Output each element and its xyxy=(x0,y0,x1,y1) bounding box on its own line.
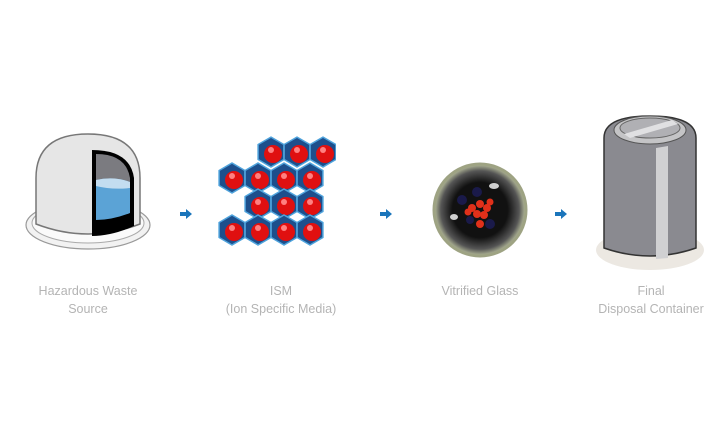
ion-ball xyxy=(277,223,295,241)
disposal-canister-icon xyxy=(596,115,704,270)
ion-ball-highlight xyxy=(229,173,235,179)
ion-ball xyxy=(303,223,321,241)
ion-ball-highlight xyxy=(320,147,326,153)
ion-ball-highlight xyxy=(281,199,287,205)
ion-ball xyxy=(264,145,282,163)
glass-sphere-icon xyxy=(432,162,528,258)
step-label-ism: ISM(Ion Specific Media) xyxy=(225,284,337,316)
honeycomb-media-icon xyxy=(218,136,336,246)
ion-ball xyxy=(316,145,334,163)
arrow-right-icon xyxy=(555,206,567,219)
ion-ball xyxy=(303,171,321,189)
ion-ball xyxy=(277,197,295,215)
ion-ball-highlight xyxy=(268,147,274,153)
ion-ball xyxy=(277,171,295,189)
ion-ball-highlight xyxy=(294,147,300,153)
ion-ball-highlight xyxy=(255,173,261,179)
ion-ball xyxy=(303,197,321,215)
ion-ball xyxy=(251,223,269,241)
ion-ball-highlight xyxy=(255,225,261,231)
ion-ball xyxy=(251,197,269,215)
ion-ball-highlight xyxy=(307,225,313,231)
ion-ball xyxy=(251,171,269,189)
ion-ball-highlight xyxy=(307,199,313,205)
ion-ball-highlight xyxy=(255,199,261,205)
arrow-right-icon xyxy=(180,206,192,219)
ion-ball xyxy=(225,171,243,189)
ion-ball-highlight xyxy=(229,225,235,231)
ion-ball-highlight xyxy=(281,173,287,179)
arrow-right-icon xyxy=(380,206,392,219)
ion-ball xyxy=(290,145,308,163)
dome-tank-icon xyxy=(25,133,151,250)
ion-ball-highlight xyxy=(307,173,313,179)
ion-ball-highlight xyxy=(281,225,287,231)
ion-ball xyxy=(225,223,243,241)
step-label-vitrified-glass: Vitrified Glass xyxy=(441,284,519,298)
